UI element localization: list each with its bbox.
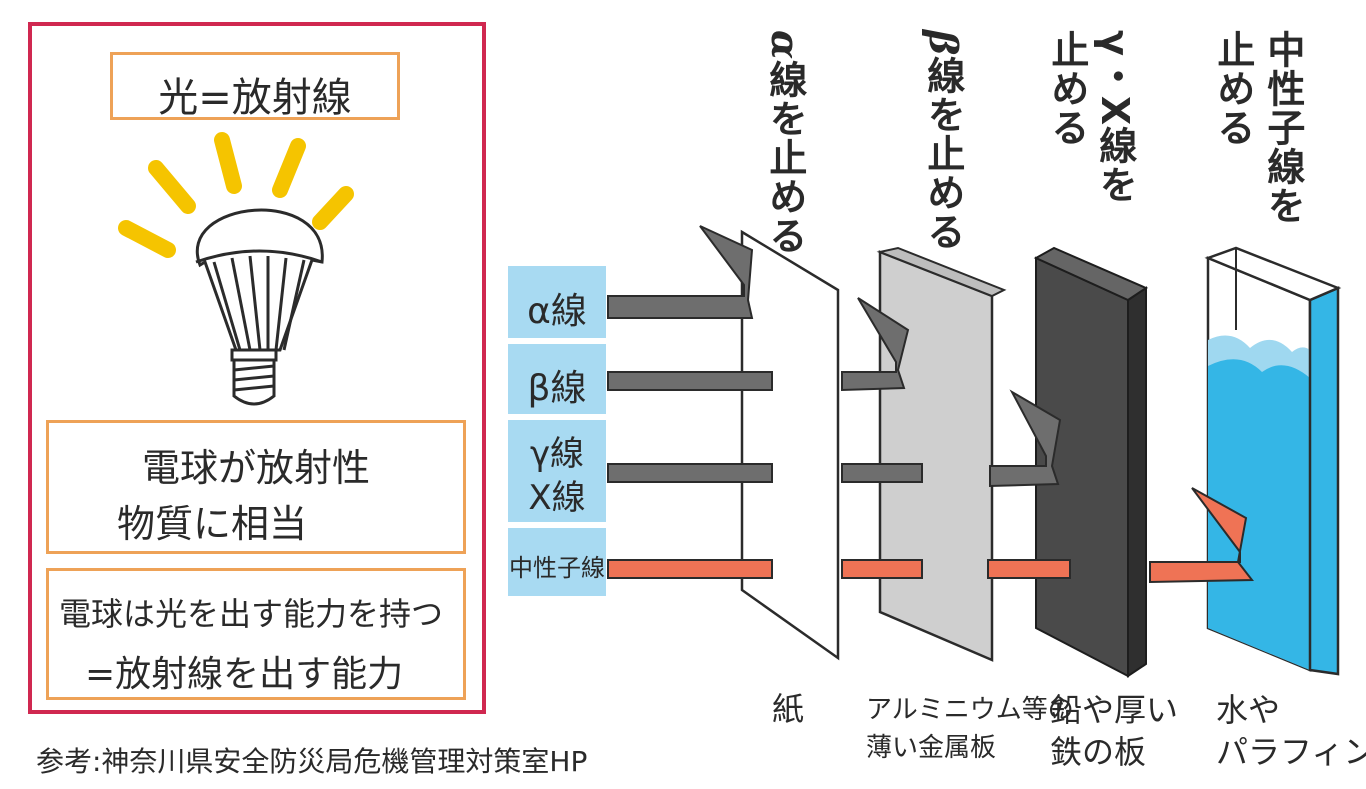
paper-material-label: 紙 — [772, 690, 804, 728]
lead-material-label: 鉛や厚い 鉄の板 — [1050, 690, 1178, 773]
water-stops-caption-col1: 中性子線を — [1260, 30, 1305, 225]
aluminum-stops-caption: β線を止める — [920, 30, 966, 252]
label-alpha-text: α線 — [527, 291, 587, 332]
alpha-ray — [607, 225, 754, 319]
water-material-label: 水や パラフィン — [1216, 690, 1366, 773]
title-text: 光=放射線 — [158, 75, 352, 121]
paper-stops-caption: α線を止める — [762, 30, 808, 256]
paper-stops-greek: α — [762, 30, 808, 61]
aluminum-stops-greek: β — [920, 30, 966, 57]
lead-stops-caption-col1: γ・X線を — [1092, 30, 1137, 205]
bulb-equivalence-line-2: 物質に相当 — [117, 502, 308, 546]
label-neutron-text: 中性子線 — [509, 554, 605, 582]
bulb-ability-box: 電球は光を出す能力を持つ =放射線を出す能力 — [46, 568, 466, 700]
gamma-x-ray — [607, 389, 1062, 488]
paper-material-line-1: 紙 — [772, 690, 805, 728]
water-stops-caption-col2: 止める — [1210, 30, 1255, 147]
aluminum-plate — [878, 250, 994, 662]
aluminum-material-line-1: アルミニウム等の — [866, 695, 1074, 725]
bulb-ability-line-1: 電球は光を出す能力を持つ — [59, 595, 444, 633]
lead-material-line-1: 鉛や厚い — [1050, 691, 1179, 729]
label-gamma-text: γ線 — [529, 434, 585, 474]
label-gamma-x-ray: γ線 X線 — [508, 420, 606, 522]
lead-stops-caption-col2: 止める — [1044, 30, 1089, 147]
reference-note: 参考:神奈川県安全防災局危機管理対策室HP — [36, 745, 588, 778]
label-alpha-ray: α線 — [508, 266, 606, 338]
paper-stops-text: 線を止める — [762, 60, 807, 256]
bulb-ability-line-2: =放射線を出す能力 — [85, 654, 404, 695]
water-material-line-2: パラフィン — [1216, 732, 1366, 771]
aluminum-material-label: アルミニウム等の 薄い金属板 — [866, 692, 1074, 767]
title-box: 光=放射線 — [110, 52, 400, 121]
lead-material-line-2: 鉄の板 — [1050, 732, 1147, 771]
aluminum-material-line-2: 薄い金属板 — [866, 732, 997, 763]
water-tank — [1204, 246, 1342, 676]
bulb-equivalence-box: 電球が放射性 物質に相当 — [46, 420, 466, 554]
label-beta-ray: β線 — [508, 344, 606, 414]
aluminum-stops-text: 線を止める — [920, 56, 965, 252]
paper-plate — [740, 229, 840, 661]
neutron-ray — [607, 487, 1255, 584]
bulb-equivalence-line-1: 電球が放射性 — [141, 446, 370, 490]
light-rays-icon — [118, 132, 354, 258]
beta-ray — [607, 297, 910, 392]
label-x-text: X線 — [528, 478, 586, 518]
label-beta-text: β線 — [527, 368, 587, 409]
water-material-line-1: 水や — [1216, 691, 1281, 729]
explanation-panel — [28, 22, 486, 714]
light-bulb-icon — [118, 132, 354, 406]
label-neutron-ray: 中性子線 — [508, 528, 606, 596]
